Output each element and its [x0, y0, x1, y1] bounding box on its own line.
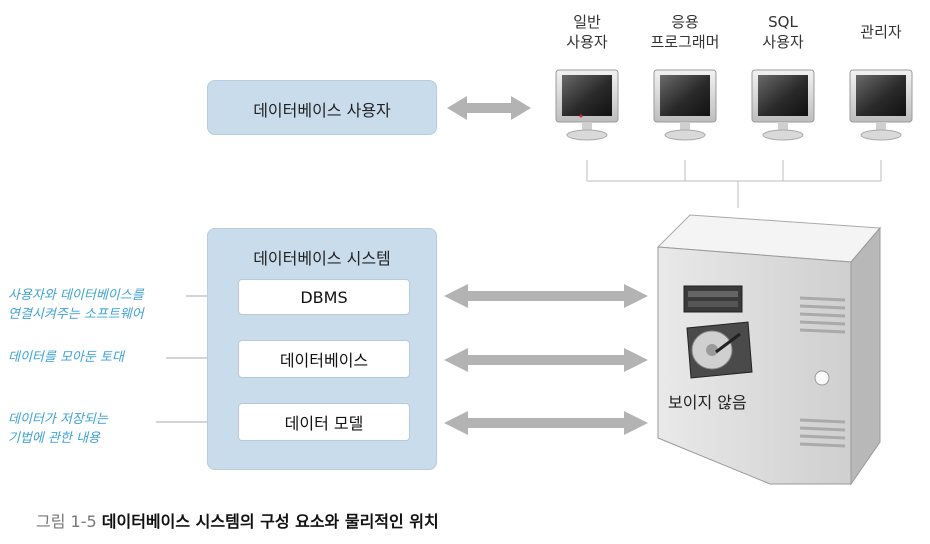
user-type-line: 일반 — [573, 13, 601, 31]
database-users-box: 데이터베이스 사용자 — [207, 80, 437, 135]
figure-caption: 그림 1-5 데이터베이스 시스템의 구성 요소와 물리적인 위치 — [36, 508, 439, 532]
network-connector — [586, 160, 882, 208]
user-type-line: 프로그래머 — [650, 33, 720, 51]
note-line: 기법에 관한 내용 — [8, 431, 100, 446]
user-type-programmer: 응용 프로그래머 — [635, 12, 735, 52]
server-label: 보이지 않음 — [668, 393, 747, 412]
user-type-admin: 관리자 — [851, 22, 911, 42]
database-label: 데이터베이스 — [279, 351, 369, 370]
data-model-label: 데이터 모델 — [284, 414, 364, 433]
user-arrow — [447, 96, 531, 120]
user-type-line: 관리자 — [860, 23, 902, 41]
user-type-general: 일반 사용자 — [557, 12, 617, 52]
database-note: 데이터를 모아둔 토대 — [8, 348, 124, 367]
user-type-line: 응용 — [671, 13, 699, 31]
note-line: 사용자와 데이터베이스를 — [8, 288, 144, 303]
database-users-label: 데이터베이스 사용자 — [253, 101, 391, 120]
database-box: 데이터베이스 — [238, 340, 410, 378]
data-model-note: 데이터가 저장되는 기법에 관한 내용 — [8, 410, 108, 448]
dbms-label: DBMS — [300, 287, 348, 307]
database-system-title: 데이터베이스 시스템 — [253, 249, 391, 268]
data-model-box: 데이터 모델 — [238, 403, 410, 441]
user-type-line: 사용자 — [566, 33, 608, 51]
monitor-icon — [849, 69, 913, 141]
dbms-note: 사용자와 데이터베이스를 연결시켜주는 소프트웨어 — [8, 286, 144, 324]
dbms-arrow — [444, 284, 648, 308]
database-arrow — [444, 348, 648, 372]
monitor-icon — [751, 69, 815, 141]
user-type-line: SQL — [768, 13, 798, 31]
figure-caption-text: 데이터베이스 시스템의 구성 요소와 물리적인 위치 — [101, 512, 439, 531]
note-line: 데이터가 저장되는 — [8, 412, 108, 427]
user-type-sql: SQL 사용자 — [753, 12, 813, 52]
server-icon — [656, 214, 882, 486]
user-type-line: 사용자 — [762, 33, 804, 51]
monitor-icon — [555, 69, 619, 141]
note-line: 연결시켜주는 소프트웨어 — [8, 307, 144, 322]
note-line: 데이터를 모아둔 토대 — [8, 350, 124, 365]
figure-number: 그림 1-5 — [36, 512, 97, 531]
dbms-box: DBMS — [238, 279, 410, 315]
monitor-icon — [653, 69, 717, 141]
data-model-arrow — [444, 411, 648, 435]
